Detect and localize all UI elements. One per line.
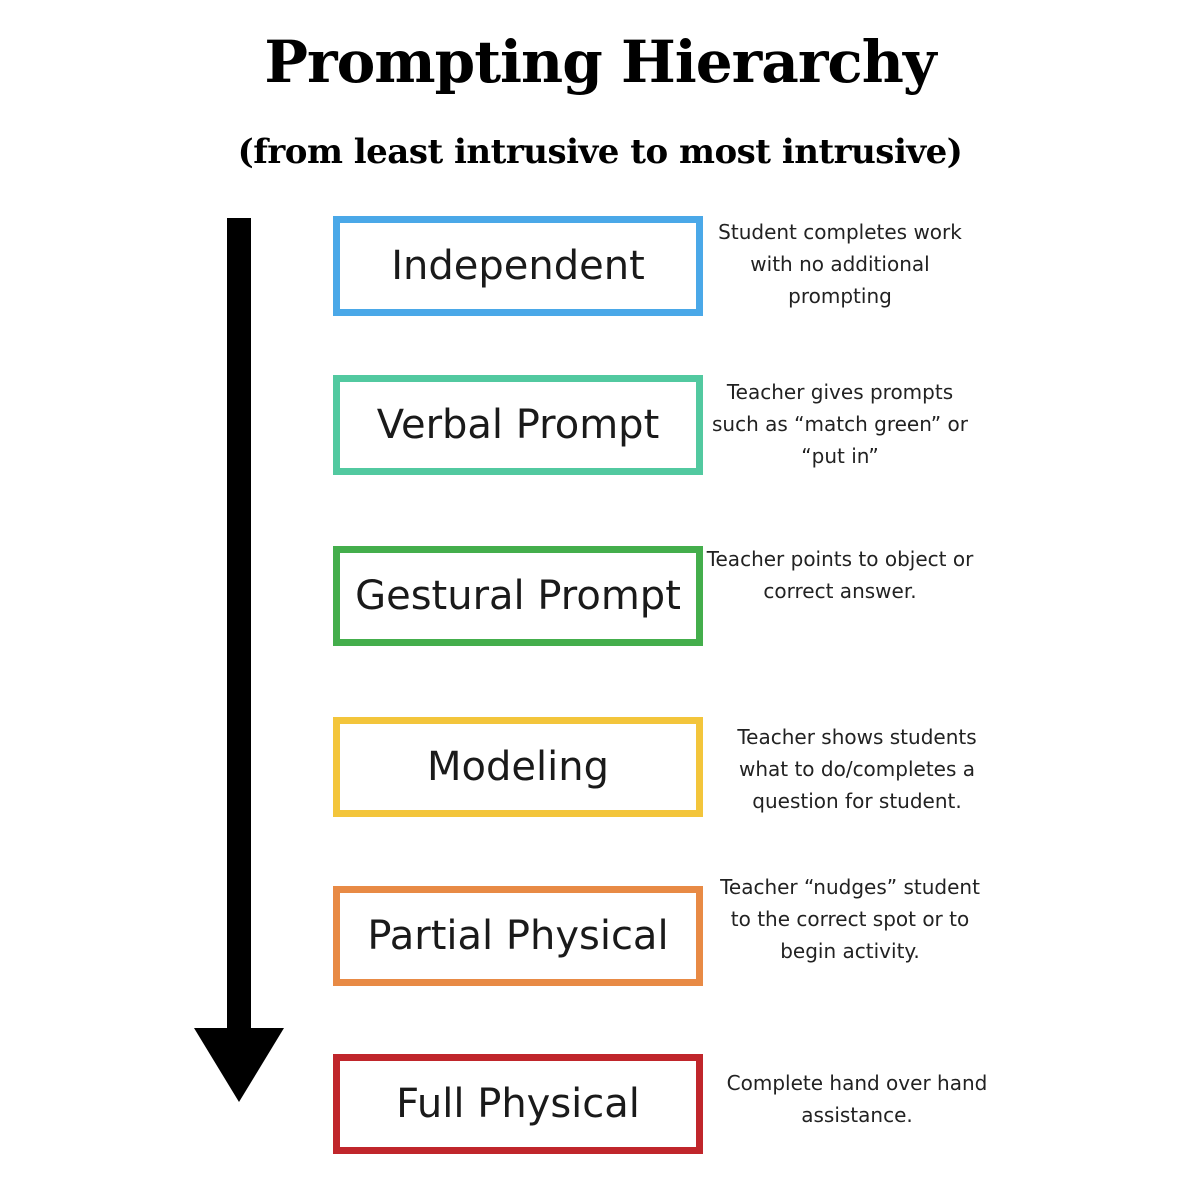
level-label-verbal-prompt: Verbal Prompt: [376, 402, 660, 448]
level-box-partial-physical: Partial Physical: [333, 886, 703, 986]
level-description-modeling: Teacher shows students what to do/comple…: [737, 725, 977, 813]
level-box-independent: Independent: [333, 216, 703, 316]
down-arrow-icon: [194, 218, 284, 1102]
level-description-full-physical: Complete hand over hand assistance.: [726, 1071, 988, 1127]
level-box-gestural-prompt: Gestural Prompt: [333, 546, 703, 646]
level-description-independent: Student completes work with no additiona…: [718, 220, 962, 308]
level-label-full-physical: Full Physical: [396, 1081, 640, 1127]
level-box-modeling: Modeling: [333, 717, 703, 817]
level-label-independent: Independent: [391, 243, 645, 289]
page-title: Prompting Hierarchy: [264, 28, 936, 96]
level-description-gestural-prompt: Teacher points to object or correct answ…: [706, 547, 974, 603]
level-box-verbal-prompt: Verbal Prompt: [333, 375, 703, 475]
arrow-head: [194, 1028, 284, 1102]
level-description-verbal-prompt: Teacher gives prompts such as “match gre…: [712, 380, 968, 468]
level-box-full-physical: Full Physical: [333, 1054, 703, 1154]
level-label-modeling: Modeling: [427, 744, 609, 790]
level-label-gestural-prompt: Gestural Prompt: [355, 573, 681, 619]
level-description-partial-physical: Teacher “nudges” student to the correct …: [720, 875, 980, 963]
level-label-partial-physical: Partial Physical: [367, 913, 669, 959]
page-subtitle: (from least intrusive to most intrusive): [237, 132, 963, 172]
arrow-shaft: [227, 218, 251, 1028]
